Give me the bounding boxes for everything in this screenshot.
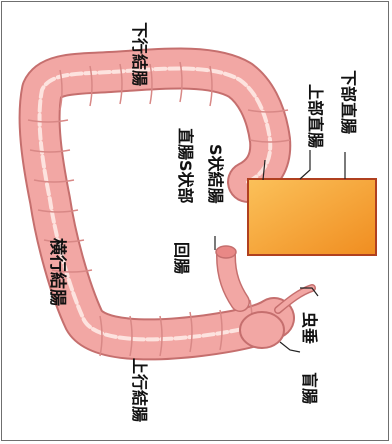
rectum-box: [248, 179, 376, 255]
label-upper-rectum: 上部直腸: [306, 84, 325, 148]
label-cecum: 盲腸: [300, 372, 319, 404]
label-ascending-colon: 上行結腸: [130, 358, 149, 422]
label-lower-rectum: 下部直腸: [339, 70, 358, 134]
label-appendix: 虫垂: [300, 312, 319, 344]
ileum-opening: [216, 246, 236, 258]
label-ileum: 回腸: [172, 242, 191, 274]
label-sigmoid-colon: S状結腸: [206, 144, 225, 204]
label-descending-colon: 下行結腸: [130, 22, 149, 86]
cecum-bulge: [240, 312, 284, 348]
label-rectosigmoid: 直腸S状部: [176, 128, 195, 204]
label-transverse-colon: 横行結腸: [47, 238, 68, 306]
